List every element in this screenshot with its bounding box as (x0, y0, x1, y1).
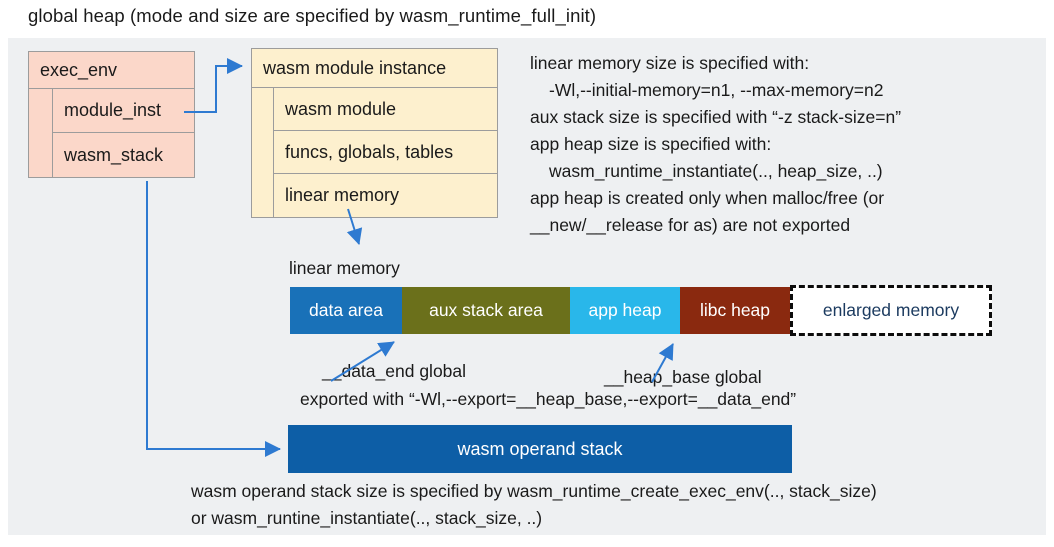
segment-data-area: data area (290, 287, 402, 334)
size-notes-block: linear memory size is specified with: -W… (530, 50, 901, 239)
exec-env-header: exec_env (29, 52, 194, 89)
linear-memory-label: linear memory (289, 258, 400, 278)
note-line: or wasm_runtine_instantiate(.., stack_si… (191, 508, 543, 528)
segment-enlarged-memory: enlarged memory (790, 285, 992, 336)
note-line: wasm operand stack size is specified by … (191, 481, 877, 501)
linear-memory-bar: data area aux stack area app heap libc h… (290, 285, 992, 336)
module-instance-box: wasm module instance wasm module funcs, … (251, 48, 498, 218)
note-line: linear memory size is specified with: (530, 53, 810, 73)
module-instance-row-linear-memory: linear memory (285, 185, 400, 205)
note-line: -Wl,--initial-memory=n1, --max-memory=n2 (549, 80, 884, 100)
note-line: __new/__release for as) are not exported (530, 215, 851, 235)
module-instance-row-funcs-globals-tables: funcs, globals, tables (274, 131, 497, 174)
note-line: wasm_runtime_instantiate(.., heap_size, … (549, 161, 883, 181)
note-line: app heap size is specified with: (530, 134, 772, 154)
exec-env-row-module-inst: module_inst (53, 89, 194, 133)
exec-env-row-wasm-stack: wasm_stack (64, 144, 164, 165)
wasm-operand-stack-bar: wasm operand stack (288, 425, 792, 473)
module-instance-header: wasm module instance (252, 49, 497, 88)
segment-app-heap: app heap (570, 287, 680, 334)
note-line: app heap is created only when malloc/fre… (530, 188, 885, 208)
diagram-title: global heap (mode and size are specified… (28, 5, 597, 26)
operand-stack-notes: wasm operand stack size is specified by … (191, 478, 877, 532)
segment-aux-stack-area: aux stack area (402, 287, 570, 334)
module-instance-row-wasm-module: wasm module (274, 88, 497, 131)
module-instance-indent-strip (252, 88, 274, 217)
exec-env-box: exec_env module_inst wasm_stack (28, 51, 195, 178)
segment-libc-heap: libc heap (680, 287, 790, 334)
heap-base-global-label: __heap_base global (604, 367, 762, 387)
data-end-global-label: __data_end global (322, 361, 467, 381)
exec-env-indent-strip (29, 89, 53, 177)
exported-with-label: exported with “-Wl,--export=__heap_base,… (300, 389, 797, 409)
note-line: aux stack size is specified with “-z sta… (530, 107, 902, 127)
